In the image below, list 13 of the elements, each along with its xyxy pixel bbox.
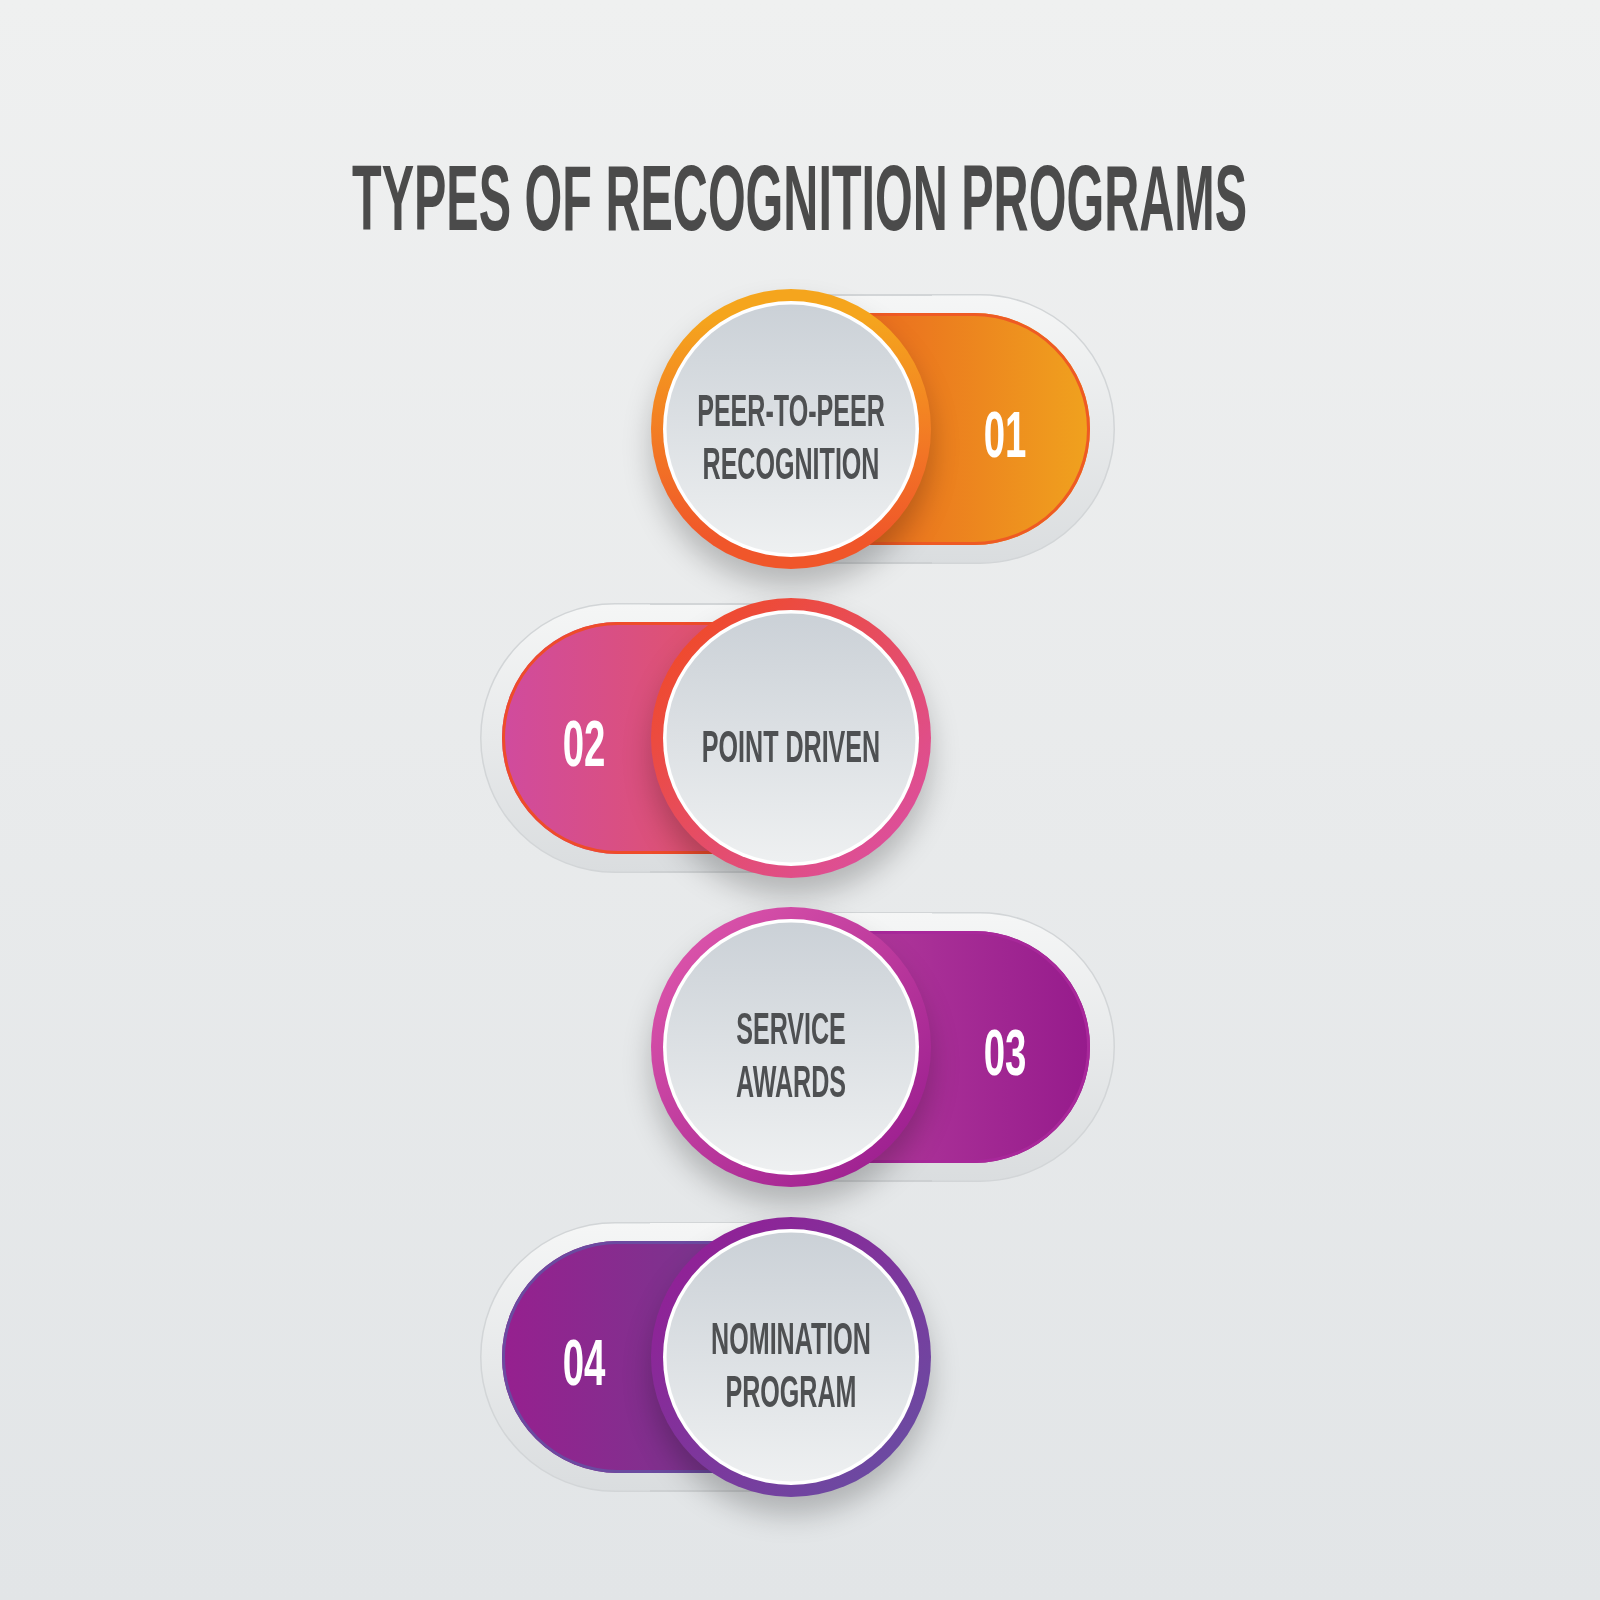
number-pill [932,912,1115,1182]
step-title: POINT DRIVEN [700,720,882,773]
step-title: PEER-TO-PEER RECOGNITION [696,385,886,490]
diagram-title: TYPES OF RECOGNITION PROGRAMS [352,152,1247,244]
step-number: 01 [983,403,1027,467]
step-number: 03 [983,1021,1027,1085]
step-number: 02 [562,712,606,776]
step-number: 04 [562,1331,606,1395]
number-pill [932,294,1115,564]
step-title: SERVICE AWARDS [734,1003,848,1108]
number-pill [480,1222,650,1492]
number-pill [480,603,650,873]
step-title: NOMINATION PROGRAM [710,1313,872,1418]
